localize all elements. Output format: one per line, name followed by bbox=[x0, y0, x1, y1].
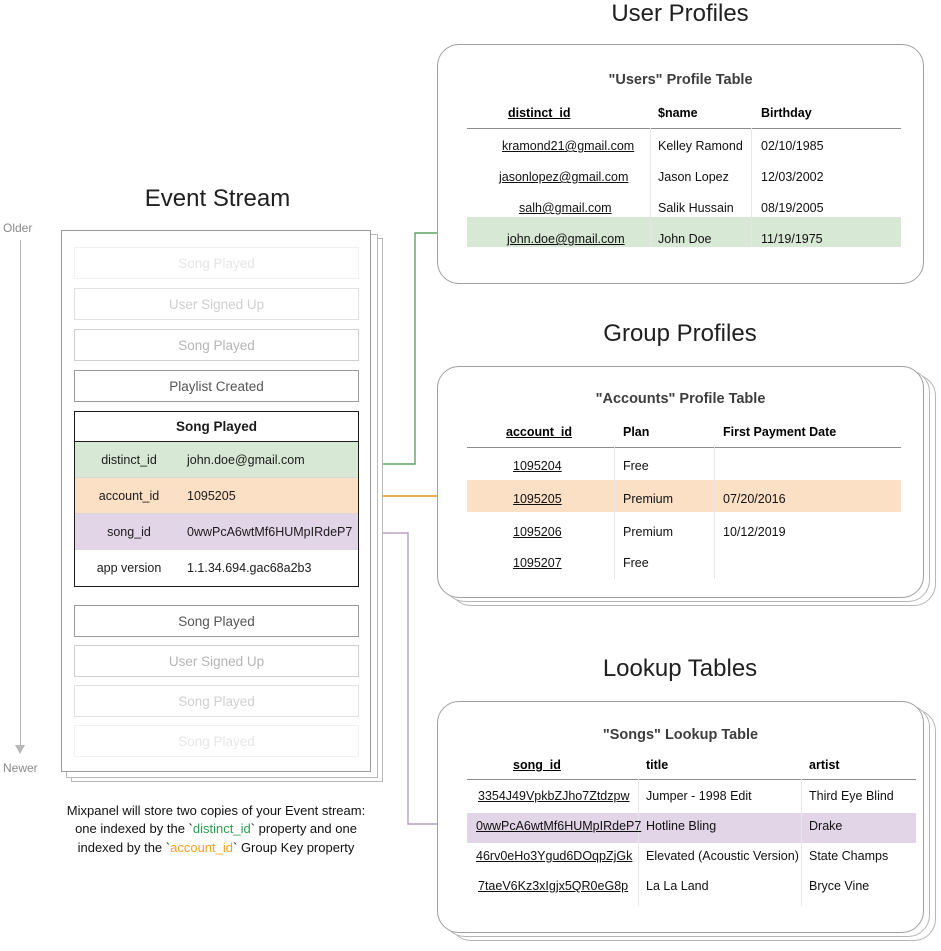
timeline-arrow-icon bbox=[15, 745, 25, 754]
event-item[interactable]: Song Played bbox=[74, 605, 359, 637]
users-cell-birthday: 11/19/1975 bbox=[761, 232, 823, 246]
songs-cell-artist: Drake bbox=[809, 819, 843, 833]
accounts-col-header-account-id: account_id bbox=[506, 425, 572, 439]
songs-cell-title: Jumper - 1998 Edit bbox=[646, 789, 752, 803]
timeline-axis-line bbox=[20, 240, 21, 750]
songs-col-header-title: title bbox=[646, 758, 669, 772]
event-stream-card: Song Played User Signed Up Song Played P… bbox=[61, 230, 371, 772]
user-profiles-title: User Profiles bbox=[611, 0, 749, 27]
caption-line-1: Mixpanel will store two copies of your E… bbox=[66, 803, 366, 818]
songs-cell-artist: State Champs bbox=[809, 849, 889, 863]
caption-token-account-id: account_id bbox=[170, 839, 233, 855]
songs-cell-title: Elevated (Acoustic Version) bbox=[646, 849, 799, 863]
accounts-col-header-first-payment-date: First Payment Date bbox=[723, 425, 837, 439]
lookup-tables-title: Lookup Tables bbox=[602, 655, 758, 682]
users-profile-panel: "Users" Profile Table distinct_id $name … bbox=[437, 44, 924, 284]
property-value: 1095205 bbox=[187, 488, 236, 503]
accounts-col-header-plan: Plan bbox=[623, 425, 650, 439]
users-cell-name: Kelley Ramond bbox=[658, 139, 743, 153]
timeline-newer-label: Newer bbox=[3, 761, 38, 775]
users-cell-birthday: 08/19/2005 bbox=[761, 201, 824, 215]
songs-cell-song-id: 7taeV6Kz3xIgjx5QR0eG8p bbox=[478, 879, 629, 893]
users-col-header-name: $name bbox=[658, 106, 698, 120]
songs-header-rule bbox=[467, 779, 916, 781]
songs-cell-song-id: 3354J49VpkbZJho7Ztdzpw bbox=[478, 789, 630, 803]
property-value: 1.1.34.694.gac68a2b3 bbox=[187, 561, 312, 575]
users-cell-distinct-id: kramond21@gmail.com bbox=[502, 139, 635, 153]
property-key: app version bbox=[96, 561, 162, 575]
property-key: distinct_id bbox=[101, 452, 157, 467]
users-header-rule bbox=[467, 128, 901, 130]
event-item[interactable]: Song Played bbox=[74, 725, 359, 757]
songs-table-title: "Songs" Lookup Table bbox=[602, 727, 759, 743]
songs-lookup-panel: "Songs" Lookup Table song_id title artis… bbox=[437, 701, 924, 933]
event-property-row-app-version[interactable]: app version 1.1.34.694.gac68a2b3 bbox=[75, 550, 358, 586]
users-cell-distinct-id: salh@gmail.com bbox=[519, 201, 612, 215]
users-cell-distinct-id: jasonlopez@gmail.com bbox=[499, 170, 629, 184]
accounts-cell-plan: Free bbox=[623, 459, 649, 473]
users-row-highlight bbox=[467, 217, 901, 247]
users-cell-distinct-id: john.doe@gmail.com bbox=[507, 232, 625, 246]
songs-row-highlight bbox=[467, 813, 916, 843]
songs-col-sep-1 bbox=[638, 779, 639, 906]
songs-cell-song-id: 0wwPcA6wtMf6HUMpIRdeP7 bbox=[476, 819, 642, 833]
accounts-row-highlight bbox=[467, 480, 901, 512]
songs-cell-artist: Third Eye Blind bbox=[809, 789, 894, 803]
users-col-header-distinct-id: distinct_id bbox=[508, 106, 571, 120]
caption-line-3: indexed by the `account_id` Group Key pr… bbox=[77, 839, 355, 855]
event-property-row-distinct-id[interactable]: distinct_id john.doe@gmail.com bbox=[75, 442, 358, 478]
property-key: account_id bbox=[98, 488, 160, 503]
songs-col-sep-2 bbox=[801, 779, 802, 906]
property-value: 0wwPcA6wtMf6HUMpIRdeP7 bbox=[187, 524, 353, 539]
users-table-title: "Users" Profile Table bbox=[608, 72, 753, 88]
event-item[interactable]: Playlist Created bbox=[74, 370, 359, 402]
accounts-cell-account-id: 1095207 bbox=[513, 556, 562, 570]
accounts-header-rule bbox=[467, 447, 901, 449]
accounts-profile-panel: "Accounts" Profile Table account_id Plan… bbox=[437, 366, 924, 598]
diagram-caption: Mixpanel will store two copies of your E… bbox=[40, 802, 392, 857]
accounts-col-sep-2 bbox=[714, 447, 715, 579]
event-item[interactable]: User Signed Up bbox=[74, 645, 359, 677]
songs-cell-song-id: 46rv0eHo3Ygud6DOqpZjGk bbox=[476, 849, 633, 863]
songs-cell-title: Hotline Bling bbox=[646, 819, 717, 833]
caption-token-distinct-id: distinct_id bbox=[192, 821, 251, 837]
expanded-event-title: Song Played bbox=[75, 412, 358, 442]
users-cell-name: John Doe bbox=[658, 232, 712, 246]
users-col-header-birthday: Birthday bbox=[761, 106, 812, 120]
event-item[interactable]: User Signed Up bbox=[74, 288, 359, 320]
event-item[interactable]: Song Played bbox=[74, 247, 359, 279]
accounts-cell-account-id: 1095206 bbox=[513, 525, 562, 539]
accounts-cell-first-payment-date: 07/20/2016 bbox=[723, 492, 786, 506]
property-value: john.doe@gmail.com bbox=[187, 452, 305, 467]
event-property-row-song-id[interactable]: song_id 0wwPcA6wtMf6HUMpIRdeP7 bbox=[75, 514, 358, 550]
accounts-cell-first-payment-date: 10/12/2019 bbox=[723, 525, 786, 539]
users-cell-name: Salik Hussain bbox=[658, 201, 734, 215]
accounts-cell-account-id: 1095204 bbox=[513, 459, 562, 473]
accounts-cell-plan: Free bbox=[623, 556, 649, 570]
accounts-col-sep-1 bbox=[614, 447, 615, 579]
group-profiles-title: Group Profiles bbox=[603, 320, 757, 347]
users-col-sep-2 bbox=[751, 128, 752, 247]
accounts-table-title: "Accounts" Profile Table bbox=[595, 391, 766, 407]
users-cell-birthday: 02/10/1985 bbox=[761, 139, 824, 153]
timeline-older-label: Older bbox=[3, 221, 33, 235]
event-stream-title: Event Stream bbox=[144, 185, 291, 212]
event-property-row-account-id[interactable]: account_id 1095205 bbox=[75, 478, 358, 514]
songs-col-header-artist: artist bbox=[809, 758, 840, 772]
expanded-event-card[interactable]: Song Played distinct_id john.doe@gmail.c… bbox=[74, 411, 359, 587]
event-item[interactable]: Song Played bbox=[74, 329, 359, 361]
users-cell-name: Jason Lopez bbox=[658, 170, 729, 184]
users-col-sep-1 bbox=[650, 128, 651, 247]
users-cell-birthday: 12/03/2002 bbox=[761, 170, 824, 184]
accounts-cell-plan: Premium bbox=[623, 492, 674, 506]
accounts-cell-account-id: 1095205 bbox=[513, 492, 562, 506]
property-key: song_id bbox=[107, 524, 151, 539]
event-item[interactable]: Song Played bbox=[74, 685, 359, 717]
songs-cell-artist: Bryce Vine bbox=[809, 879, 870, 893]
songs-cell-title: La La Land bbox=[646, 879, 709, 893]
accounts-cell-plan: Premium bbox=[623, 525, 674, 539]
songs-col-header-song-id: song_id bbox=[513, 758, 561, 772]
caption-line-2: one indexed by the `distinct_id` propert… bbox=[75, 821, 357, 837]
